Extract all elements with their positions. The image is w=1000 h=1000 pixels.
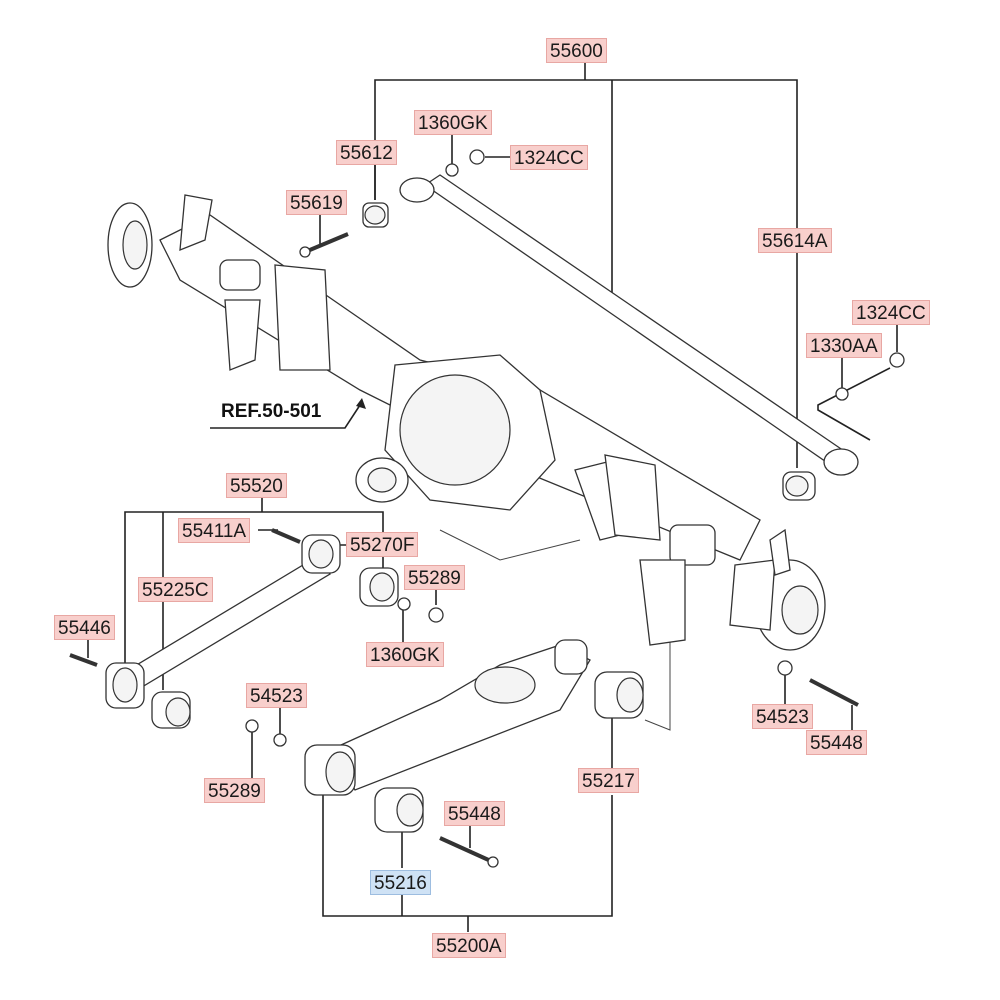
washer-54523-right [777,660,793,676]
bushing-55216 [374,787,424,833]
callout-55619[interactable]: 55619 [286,190,347,215]
callout-54523-right[interactable]: 54523 [752,704,813,729]
bolt-55448-right [809,678,859,707]
bolt-55448-low-head [487,856,499,868]
callout-55217[interactable]: 55217 [578,768,639,793]
callout-55411A[interactable]: 55411A [178,518,251,543]
callout-55600[interactable]: 55600 [546,38,607,63]
callout-55270F[interactable]: 55270F [346,532,419,557]
lower-arm-55200A [304,639,591,796]
bushing-55225C [151,691,191,729]
callout-55225C[interactable]: 55225C [138,577,213,602]
callout-1330AA[interactable]: 1330AA [806,333,882,358]
axle-housing [107,194,826,651]
callout-55200A[interactable]: 55200A [432,933,506,958]
nut-1324CC-right [889,352,905,368]
callout-54523-left[interactable]: 54523 [246,683,307,708]
callout-55446[interactable]: 55446 [54,615,115,640]
bolt-55446 [69,653,98,667]
callout-1324CC-right[interactable]: 1324CC [852,300,930,325]
callout-55612[interactable]: 55612 [336,140,397,165]
callout-55448-right[interactable]: 55448 [806,730,867,755]
bushing-right-rod [782,471,816,501]
callout-1324CC-top[interactable]: 1324CC [510,145,588,170]
bushing-55270F [359,567,399,607]
bushing-55217 [594,671,644,719]
callout-55448-low[interactable]: 55448 [444,801,505,826]
callout-55289-mid[interactable]: 55289 [404,565,465,590]
callout-55289-low[interactable]: 55289 [204,778,265,803]
reference-note[interactable]: REF.50-501 [221,401,322,422]
callout-55216[interactable]: 55216 [370,870,431,895]
bolt-55448-low [439,836,494,864]
callout-1360GK-mid[interactable]: 1360GK [366,642,444,667]
nut-1360GK-top [445,163,459,177]
callout-1360GK-top[interactable]: 1360GK [414,110,492,135]
lateral-rod-55520 [105,534,341,709]
nut-1360GK-mid [397,597,411,611]
nut-1324CC-top [469,149,485,165]
washer-1330AA [835,387,849,401]
bolt-55411A [271,528,301,544]
washer-54523-left [273,733,287,747]
callout-55614A[interactable]: 55614A [758,228,832,253]
callout-55520[interactable]: 55520 [226,473,287,498]
bushing-55612 [362,202,389,228]
bolt-55619 [299,232,349,258]
lateral-rod-55614A [399,174,859,476]
nut-55289-low [245,719,259,733]
nut-55289-mid [428,607,444,623]
